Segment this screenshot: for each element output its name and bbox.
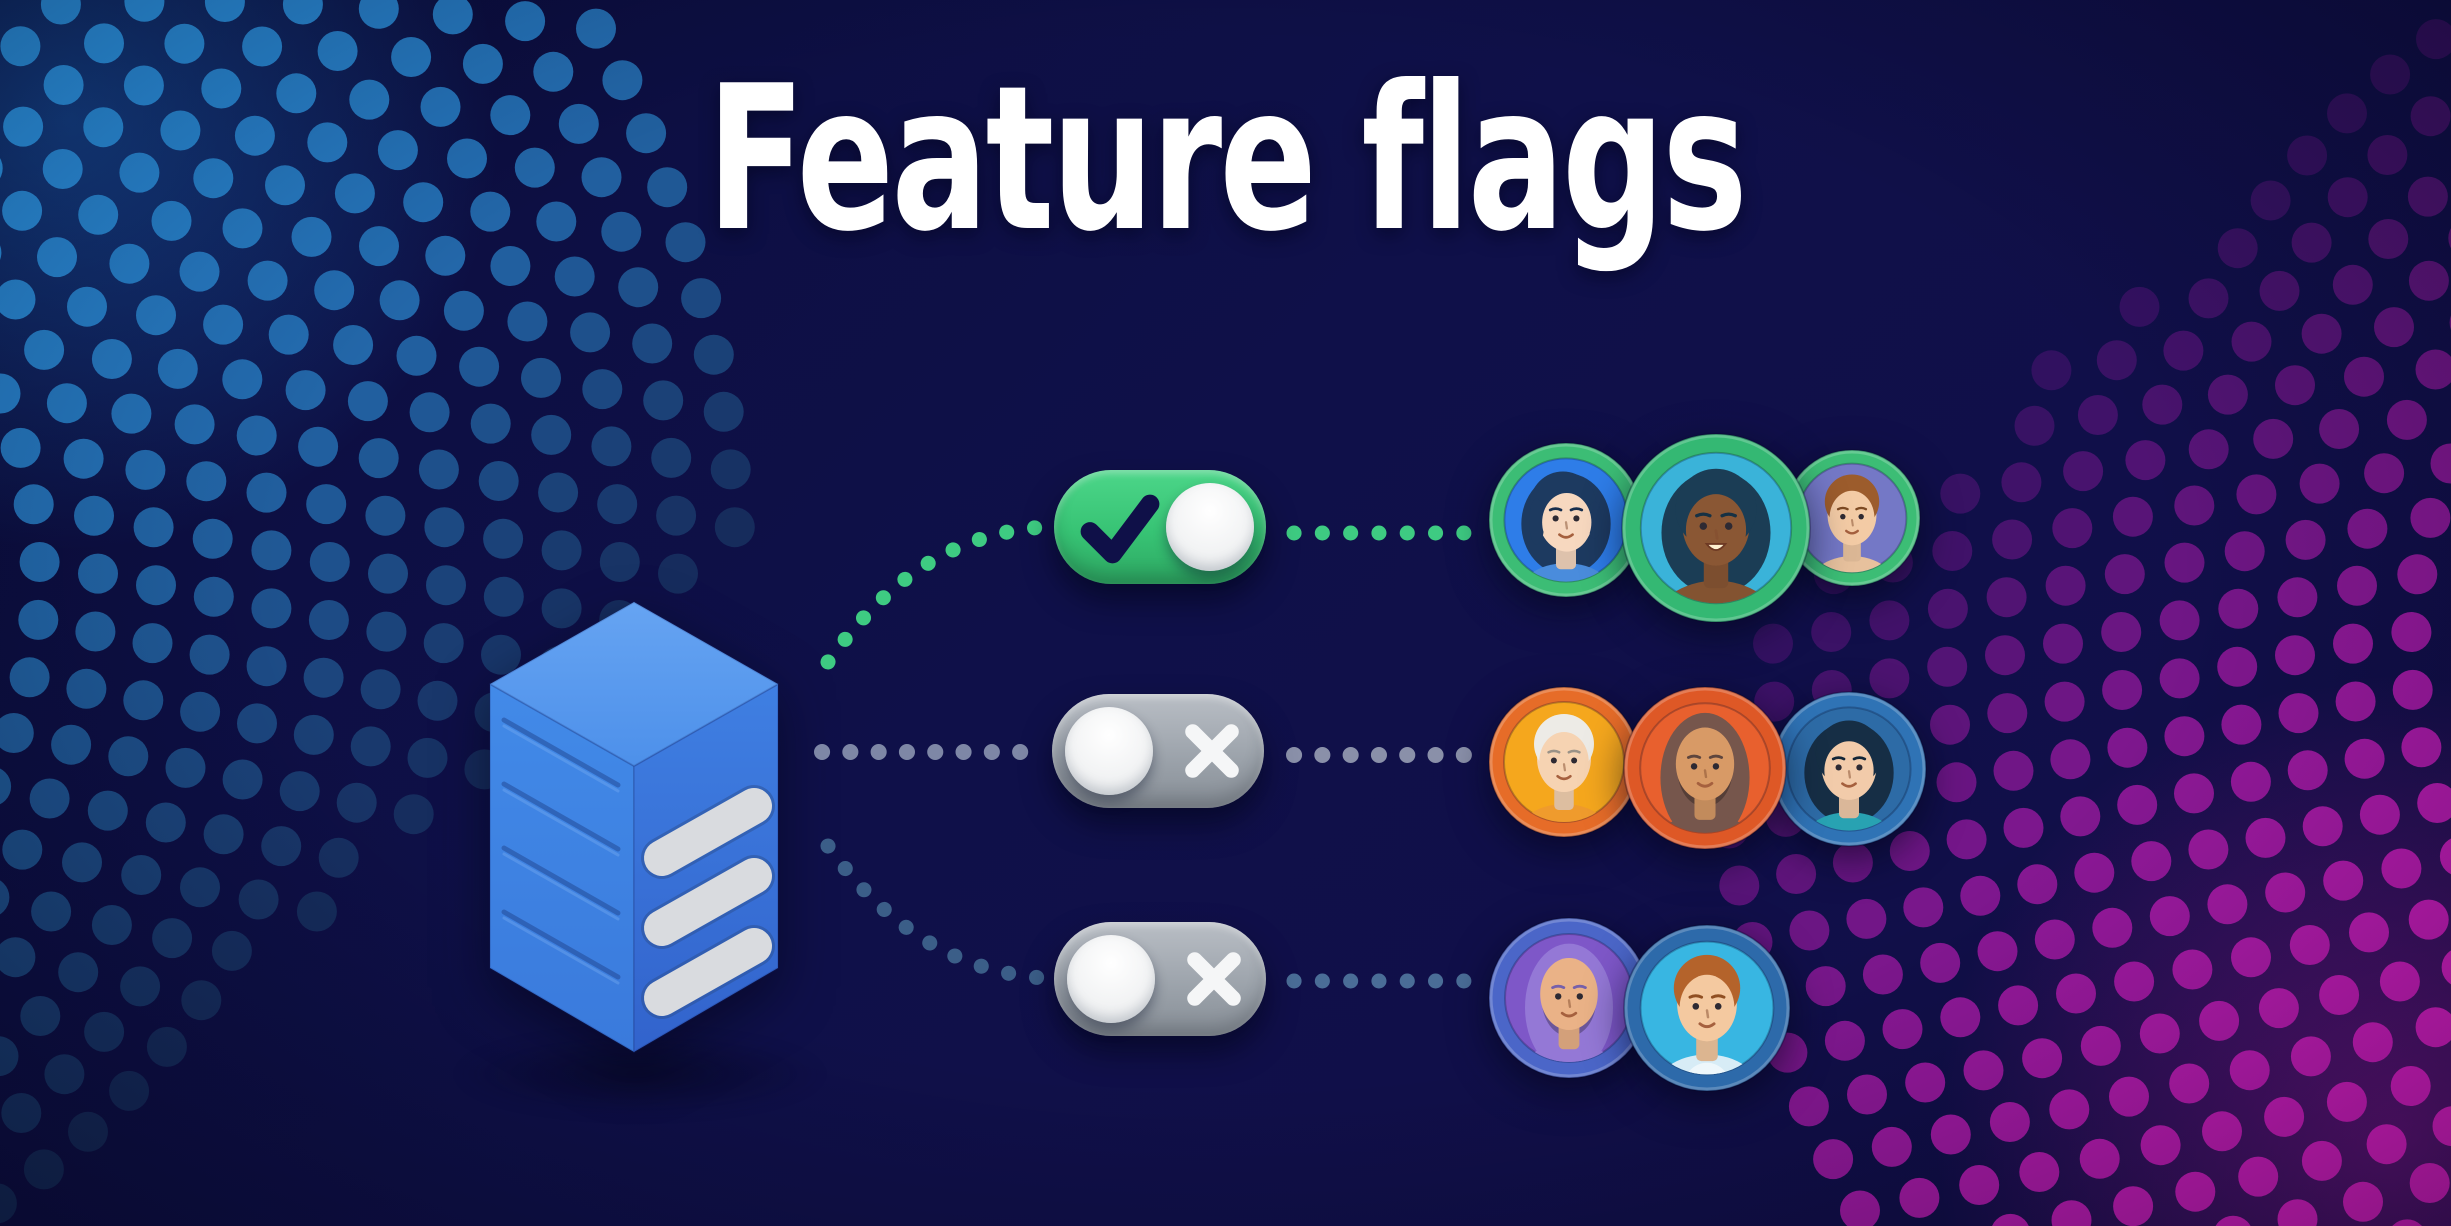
cross-icon: [1187, 952, 1241, 1006]
feature-toggle-3[interactable]: [1054, 922, 1266, 1036]
user-avatar-woman-brown-hijab: [1616, 679, 1794, 861]
cross-icon: [1185, 724, 1239, 778]
user-avatar-older-man-white-hair: [1481, 679, 1647, 849]
feature-toggle-1[interactable]: [1054, 470, 1266, 584]
check-icon: [1080, 494, 1160, 564]
toggle-knob: [1067, 935, 1155, 1023]
dotted-connector-left-1: [820, 519, 1052, 670]
dotted-connector-left-3: [820, 838, 1052, 986]
server-icon: [486, 600, 782, 1058]
user-avatar-man-auburn-hair: [1616, 917, 1798, 1103]
user-avatar-woman-purple-hijab: [1481, 910, 1657, 1090]
page-title: Feature flags: [706, 43, 1747, 276]
toggle-knob: [1065, 707, 1153, 795]
feature-toggle-2[interactable]: [1052, 694, 1264, 808]
user-avatar-woman-dark-skin: [1614, 426, 1818, 634]
toggle-knob: [1166, 483, 1254, 571]
